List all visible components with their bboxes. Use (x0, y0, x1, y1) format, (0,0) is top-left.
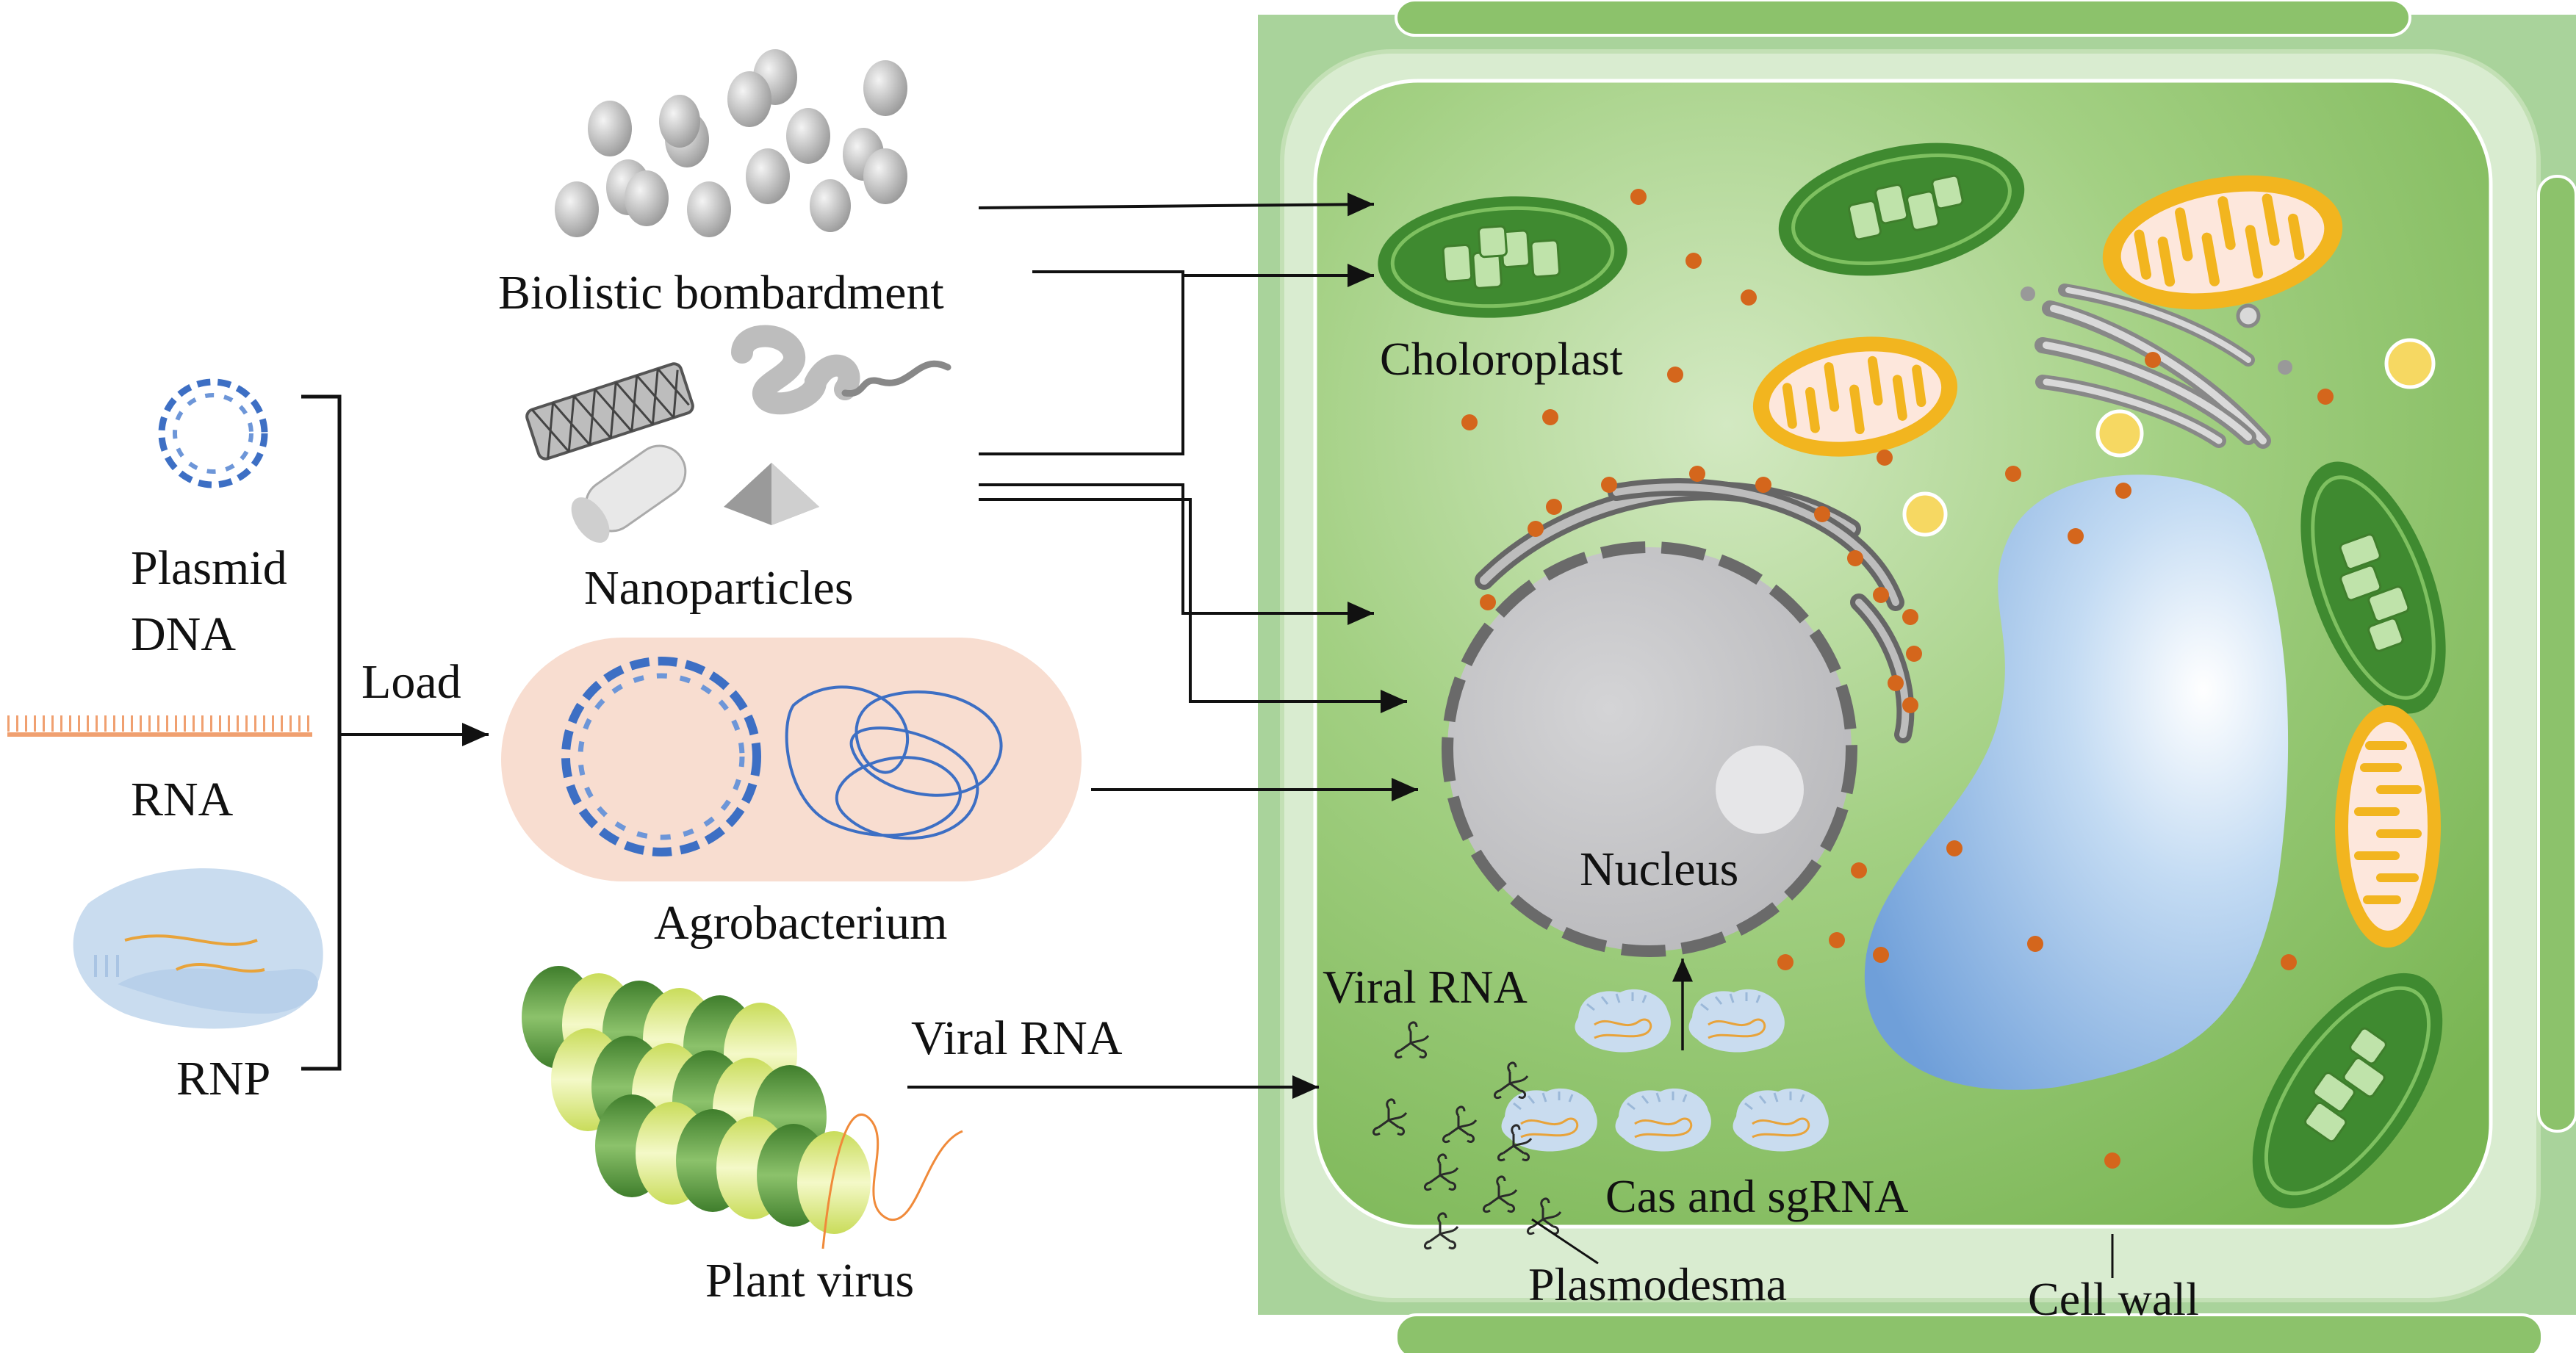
agrobacterium-label: Agrobacterium (654, 896, 948, 950)
rna-label: RNA (131, 773, 234, 826)
mitochondrion-top-right (2102, 175, 2343, 310)
plant-virus-label: Plant virus (705, 1254, 914, 1307)
mitochondrion-right (2335, 705, 2441, 948)
chloroplast-bottom (2252, 973, 2443, 1209)
agrobacterium-icon (501, 638, 1082, 881)
chloroplast-right (2300, 461, 2446, 714)
nucleus (1442, 541, 1857, 957)
nanoparticles-label: Nanoparticles (584, 561, 854, 615)
endoplasmic-reticulum (1475, 478, 1915, 743)
chloroplast-label: Choloroplast (1380, 333, 1623, 385)
gold-particles-icon (555, 49, 907, 237)
rnp-label: RNP (176, 1052, 270, 1105)
viral-rna-arrow-label: Viral RNA (911, 1011, 1123, 1065)
nucleus-label: Nucleus (1580, 843, 1738, 896)
cell-wall-label: Cell wall (2028, 1273, 2199, 1325)
plasmodesma-label: Plasmodesma (1528, 1258, 1787, 1310)
vesicles (1902, 338, 2436, 537)
nucleolus (1716, 746, 1804, 834)
cargo-bracket (301, 394, 342, 1071)
biolistic-label: Biolistic bombardment (498, 266, 944, 320)
plant-virus-icon (522, 966, 963, 1249)
viral-rna-cell-label: Viral RNA (1323, 961, 1528, 1013)
nanoparticles-icon (525, 325, 951, 543)
delivery-arrows (907, 192, 1418, 1099)
plasmodesma-pointer (1531, 1218, 1599, 1265)
plasmid-label-line1: Plasmid (131, 541, 287, 595)
rna-icon (7, 715, 312, 737)
cas-sgrna-label: Cas and sgRNA (1605, 1170, 1908, 1222)
plasmid-dna-icon (158, 378, 268, 488)
mitochondrion-left (1752, 336, 1958, 457)
chloroplast (1378, 196, 1627, 318)
plasmid-label-line2: DNA (131, 607, 236, 661)
rnp-icon (73, 868, 323, 1029)
ribosomes (1461, 189, 2334, 1169)
load-label: Load (361, 655, 461, 709)
chloroplast-top (1778, 142, 2025, 276)
vacuole (1864, 475, 2289, 1090)
